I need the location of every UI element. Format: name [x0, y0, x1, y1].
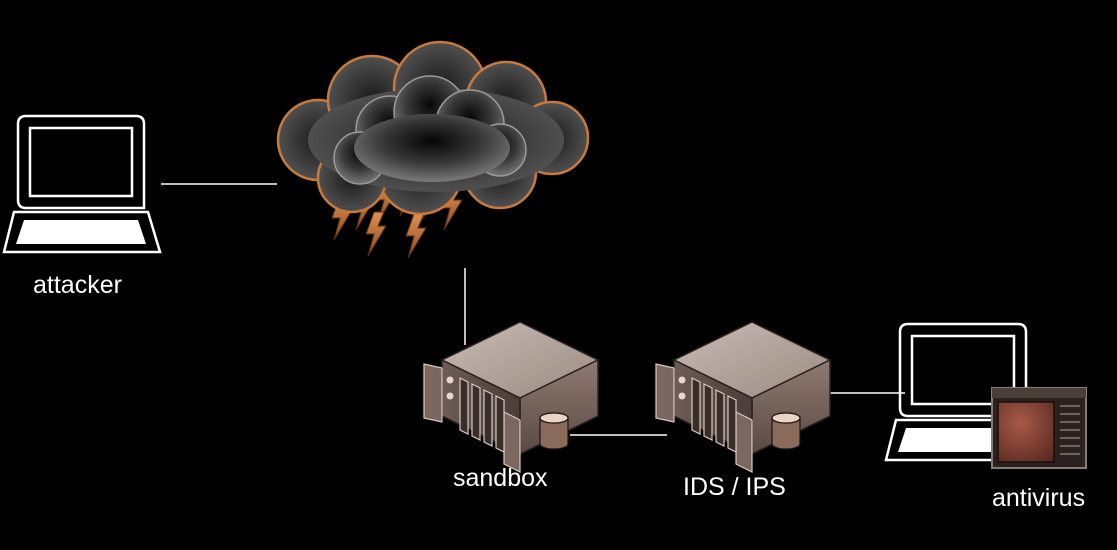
storm-cloud-icon — [276, 40, 590, 259]
antivirus-label: antivirus — [992, 484, 1085, 512]
internet-node — [276, 40, 590, 259]
antivirus-window-icon — [991, 387, 1087, 469]
ids-label: IDS / IPS — [683, 473, 786, 501]
sandbox-node: sandbox — [423, 321, 599, 492]
server-icon — [655, 321, 831, 473]
sandbox-label: sandbox — [453, 464, 548, 492]
server-icon — [423, 321, 599, 473]
connection-lines — [161, 183, 905, 436]
ids-node: IDS / IPS — [655, 321, 831, 501]
laptop-icon — [2, 114, 162, 254]
attacker-label: attacker — [33, 271, 122, 299]
antivirus-node: antivirus — [884, 322, 1087, 512]
attacker-node: attacker — [2, 114, 162, 299]
